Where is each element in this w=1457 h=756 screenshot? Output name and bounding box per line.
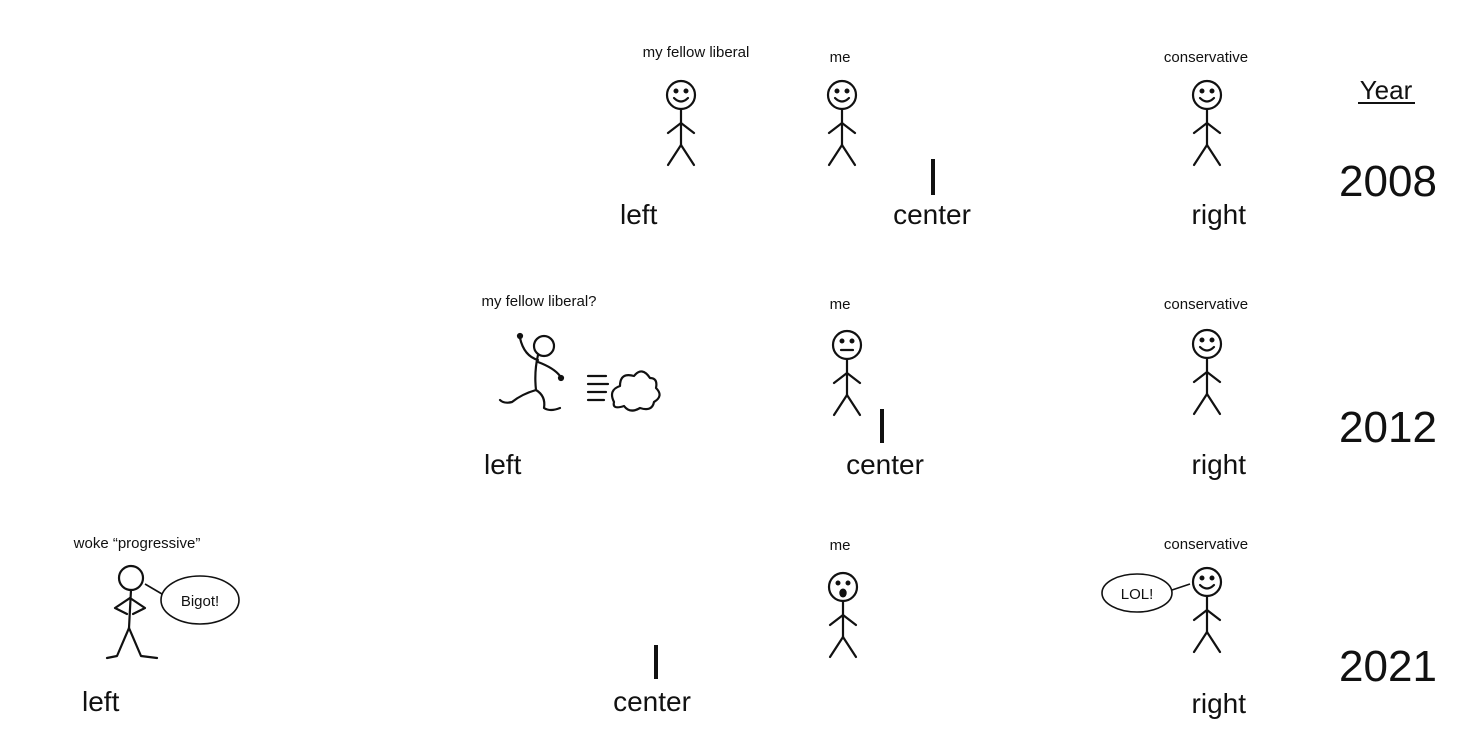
smiley-stick-figure-icon — [1191, 566, 1223, 654]
label-conservative-2012: conservative — [1164, 296, 1248, 313]
row-2012: left center right 2012 my fellow liberal… — [481, 293, 1436, 480]
running-stick-figure-icon — [498, 332, 565, 412]
neutral-stick-figure-icon — [831, 329, 863, 417]
axis-right-2008: right — [1192, 199, 1247, 230]
row-2021: left center right 2021 woke “progressive… — [73, 535, 1437, 719]
row-2008: left center right 2008 my fellow liberal… — [620, 44, 1437, 230]
year-header: Year — [1360, 75, 1413, 105]
axis-center-2012: center — [846, 449, 924, 480]
label-fellow-liberal-2008: my fellow liberal — [643, 44, 750, 61]
axis-right-2021: right — [1192, 688, 1247, 719]
axis-center-2008: center — [893, 199, 971, 230]
axis-left-2021: left — [82, 686, 120, 717]
speech-bubble-lol: LOL! — [1101, 573, 1191, 613]
axis-center-2021: center — [613, 686, 691, 717]
smiley-stick-figure-icon — [1191, 79, 1223, 167]
label-woke-progressive-2021: woke “progressive” — [73, 535, 201, 552]
speech-text-lol: LOL! — [1121, 586, 1154, 603]
hands-on-hips-stick-figure-icon — [105, 564, 159, 660]
dust-cloud-icon — [610, 370, 661, 412]
smiley-stick-figure-icon — [665, 79, 697, 167]
shocked-stick-figure-icon — [827, 571, 859, 659]
label-me-2008: me — [830, 49, 851, 66]
speech-text-bigot: Bigot! — [181, 593, 219, 610]
motion-lines-icon — [586, 374, 610, 402]
year-2008: 2008 — [1339, 157, 1437, 206]
axis-right-2012: right — [1192, 449, 1247, 480]
label-conservative-2008: conservative — [1164, 49, 1248, 66]
label-me-2012: me — [830, 296, 851, 313]
smiley-stick-figure-icon — [826, 79, 858, 167]
label-me-2021: me — [830, 537, 851, 554]
smiley-stick-figure-icon — [1191, 328, 1223, 416]
axis-left-2008: left — [620, 199, 658, 230]
speech-bubble-bigot: Bigot! — [144, 575, 240, 625]
label-fellow-liberal-2012: my fellow liberal? — [481, 293, 596, 310]
year-2021: 2021 — [1339, 642, 1437, 691]
year-2012: 2012 — [1339, 403, 1437, 452]
label-conservative-2021: conservative — [1164, 536, 1248, 553]
axis-left-2012: left — [484, 449, 522, 480]
